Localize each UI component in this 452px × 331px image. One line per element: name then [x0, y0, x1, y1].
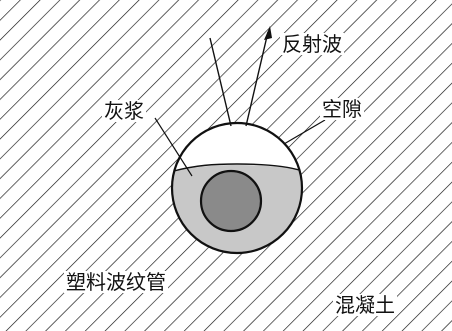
reflected-wave-label: 反射波 [280, 32, 344, 56]
incident-wave-line [209, 37, 232, 127]
grout-leader [154, 117, 193, 177]
corrugated-pipe-outline [170, 121, 304, 255]
corrugated-pipe-label: 塑料波纹管 [64, 270, 168, 294]
strand-circle [199, 169, 263, 233]
void-label: 空隙 [320, 97, 364, 121]
concrete-label: 混凝土 [333, 293, 397, 317]
arrowhead-icon [264, 26, 272, 40]
void-leader [283, 119, 326, 145]
grout-surface-line [172, 163, 302, 173]
grout-label: 灰浆 [102, 99, 146, 123]
reflected-wave-line [245, 31, 269, 127]
